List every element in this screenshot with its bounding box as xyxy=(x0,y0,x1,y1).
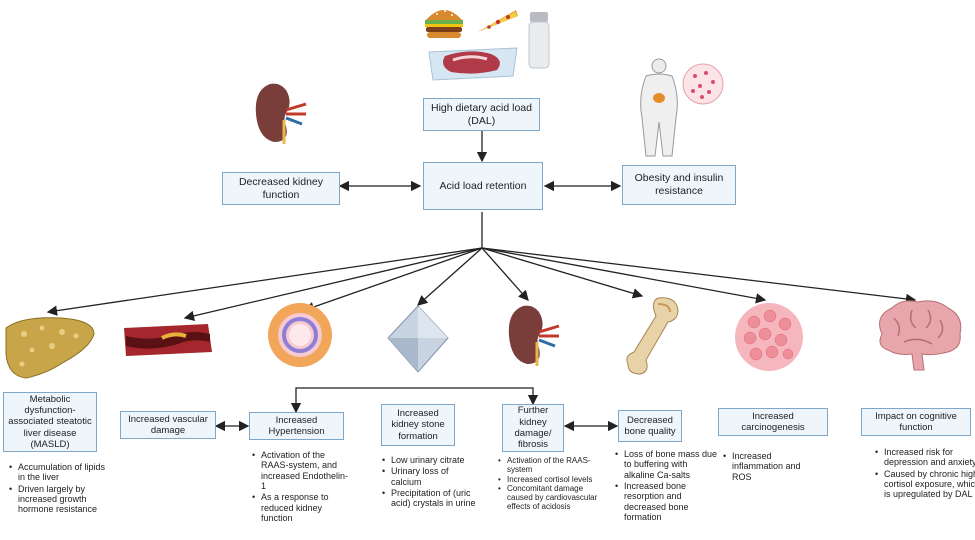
bone-icon xyxy=(626,297,679,375)
arrow-to-vessel xyxy=(183,247,483,321)
bone-bullets: Loss of bone mass due to buffering with … xyxy=(614,449,720,523)
dal-box: High dietary acid load (DAL) xyxy=(423,98,540,131)
salt-shaker-icon xyxy=(528,12,550,69)
arrow-to-kidney xyxy=(481,247,529,301)
masld-bullets: Accumulation of lipids in the liver Driv… xyxy=(8,462,108,516)
list-item: Increased bone resorption and decreased … xyxy=(615,481,720,522)
arrow-to-liver xyxy=(46,247,483,316)
hypertension-box: Increased Hypertension xyxy=(249,412,344,440)
cognitive-bullets: Increased risk for depression and anxiet… xyxy=(874,447,975,501)
kidney-icon xyxy=(508,305,560,366)
kidney-icon xyxy=(255,83,307,144)
masld-box: Metabolic dysfunction-associated steatot… xyxy=(3,392,97,452)
list-item: Increased risk for depression and anxiet… xyxy=(875,447,975,468)
carcinogenesis-bullets: Increased inflammation and ROS xyxy=(722,451,812,483)
crystal-icon xyxy=(387,305,449,373)
burger-icon xyxy=(425,10,463,38)
vascular-box: Increased vascular damage xyxy=(120,411,216,439)
list-item: Low urinary citrate xyxy=(382,455,481,466)
list-item: Activation of the RAAS-system, and incre… xyxy=(252,450,353,491)
blood-vessel-icon xyxy=(124,324,212,356)
kidney-stone-box: Increased kidney stone formation xyxy=(381,404,455,446)
arrow-to-artery xyxy=(303,247,483,312)
hypertension-bullets: Activation of the RAAS-system, and incre… xyxy=(251,450,353,524)
acid-retention-box: Acid load retention xyxy=(423,162,543,210)
bone-quality-box: Decreased bone quality xyxy=(618,410,682,442)
tumor-icon xyxy=(735,303,803,371)
cognitive-box: Impact on cognitive function xyxy=(861,408,971,436)
liver-icon xyxy=(5,317,95,379)
list-item: Caused by chronic high cortisol exposure… xyxy=(875,469,975,500)
list-item: Increased inflammation and ROS xyxy=(723,451,812,482)
bracket-hypertension-damage xyxy=(290,387,539,414)
pizza-icon xyxy=(478,10,518,32)
carcinogenesis-box: Increased carcinogenesis xyxy=(718,408,828,436)
list-item: Accumulation of lipids in the liver xyxy=(9,462,108,483)
list-item: Loss of bone mass due to buffering with … xyxy=(615,449,720,480)
fat-cell-icon xyxy=(682,63,724,105)
list-item: Concomitant damage caused by cardiovascu… xyxy=(498,484,607,511)
kidney-stone-bullets: Low urinary citrate Urinary loss of calc… xyxy=(381,455,481,510)
list-item: Precipitation of (uric acid) crystals in… xyxy=(382,488,481,509)
arrow-to-tumor xyxy=(481,247,767,304)
artery-cross-section-icon xyxy=(268,303,332,367)
list-item: Urinary loss of calcium xyxy=(382,466,481,487)
list-item: Driven largely by increased growth hormo… xyxy=(9,484,108,515)
kidney-damage-box: Further kidney damage/ fibrosis xyxy=(502,404,564,452)
brain-icon xyxy=(879,300,962,371)
obesity-box: Obesity and insulin resistance xyxy=(622,165,736,205)
meat-tray-icon xyxy=(428,47,518,81)
list-item: As a response to reduced kidney function xyxy=(252,492,353,523)
kidney-damage-bullets: Activation of the RAAS-system Increased … xyxy=(497,456,607,513)
arrow-to-bone xyxy=(481,247,644,299)
obese-body-icon xyxy=(640,58,678,157)
list-item: Activation of the RAAS-system xyxy=(498,456,607,475)
kidney-function-box: Decreased kidney function xyxy=(222,172,340,205)
arrow-to-brain xyxy=(481,247,917,305)
list-item: Increased cortisol levels xyxy=(498,475,607,485)
arrow-to-crystal xyxy=(417,247,483,306)
